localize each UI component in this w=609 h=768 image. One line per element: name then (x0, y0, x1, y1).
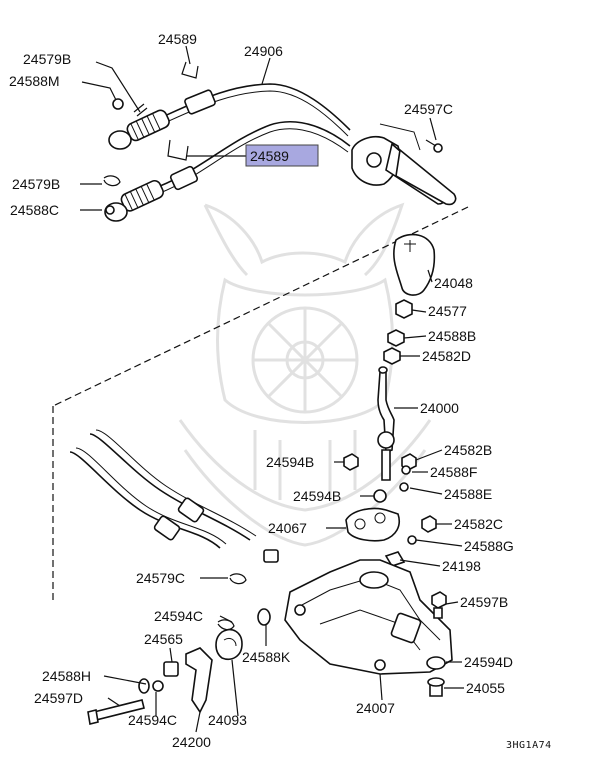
part-label-24594B-lower[interactable]: 24594B (293, 488, 341, 504)
part-label-24200[interactable]: 24200 (172, 734, 211, 750)
part-label-24565[interactable]: 24565 (144, 631, 183, 647)
part-label-24582D[interactable]: 24582D (422, 348, 471, 364)
part-label-24198[interactable]: 24198 (442, 558, 481, 574)
shift-lever-assembly (343, 233, 437, 567)
part-label-24588H[interactable]: 24588H (42, 668, 91, 684)
part-label-24048[interactable]: 24048 (434, 275, 473, 291)
cable-bracket (351, 123, 457, 206)
part-label-24906[interactable]: 24906 (244, 43, 283, 59)
part-label-24000[interactable]: 24000 (420, 400, 459, 416)
select-lever-assembly (87, 619, 243, 725)
part-label-24588C[interactable]: 24588C (10, 202, 59, 218)
drawing-code: 3HG1A74 (506, 740, 552, 751)
part-label-24594D[interactable]: 24594D (464, 654, 513, 670)
part-label-24594C-lower[interactable]: 24594C (128, 712, 177, 728)
part-label-24579B-lower[interactable]: 24579B (12, 176, 60, 192)
part-label-24007[interactable]: 24007 (356, 700, 395, 716)
part-label-24597D[interactable]: 24597D (34, 690, 83, 706)
part-label-24594B-upper[interactable]: 24594B (266, 454, 314, 470)
part-label-24577[interactable]: 24577 (428, 303, 467, 319)
part-label-24588K[interactable]: 24588K (242, 649, 291, 665)
part-label-24597C[interactable]: 24597C (404, 101, 453, 117)
leader-lines (80, 45, 464, 733)
part-label-24588B[interactable]: 24588B (428, 328, 476, 344)
selected-part-highlight (245, 144, 319, 167)
part-label-24093[interactable]: 24093 (208, 712, 247, 728)
part-callouts: 24579B 24588M 24589 24906 24597C 24589 2… (9, 31, 514, 750)
shifter-base-housing (257, 559, 453, 697)
part-label-24597B[interactable]: 24597B (460, 594, 508, 610)
part-label-24582C[interactable]: 24582C (454, 516, 503, 532)
part-label-24594C-upper[interactable]: 24594C (154, 608, 203, 624)
part-label-24582B[interactable]: 24582B (444, 442, 492, 458)
part-label-24055[interactable]: 24055 (466, 680, 505, 696)
shift-cable-assembly-upper (103, 61, 457, 222)
part-label-24589-upper[interactable]: 24589 (158, 31, 197, 47)
shift-cable-assembly-lower (69, 429, 279, 585)
part-label-24067[interactable]: 24067 (268, 520, 307, 536)
part-label-24588G[interactable]: 24588G (464, 538, 514, 554)
part-label-24588E[interactable]: 24588E (444, 486, 492, 502)
part-label-24588M[interactable]: 24588M (9, 73, 60, 89)
part-label-24579B-upper[interactable]: 24579B (23, 51, 71, 67)
part-label-24579C[interactable]: 24579C (136, 570, 185, 586)
part-label-24589-selected[interactable]: 24589 (250, 148, 289, 164)
part-label-24588F[interactable]: 24588F (430, 464, 477, 480)
